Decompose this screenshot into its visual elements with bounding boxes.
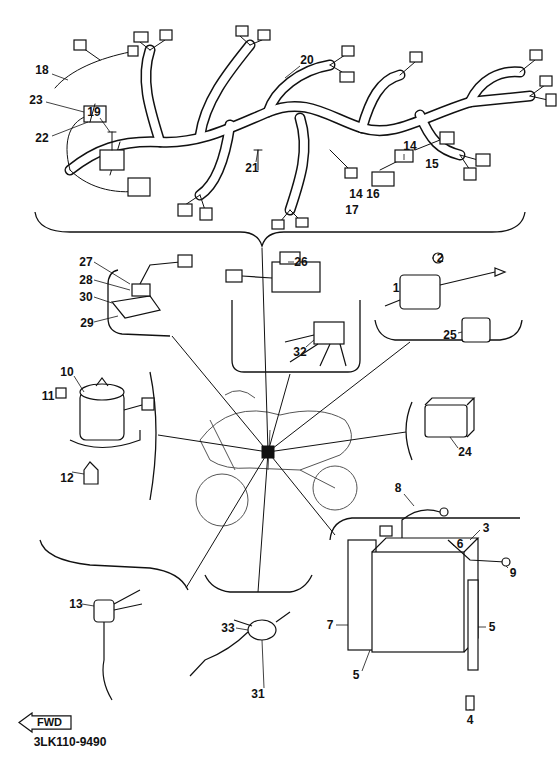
motorcycle-outline xyxy=(196,391,357,526)
callout-number: 1 xyxy=(392,281,401,295)
callout-number: 6 xyxy=(456,537,465,551)
callout-number: 5 xyxy=(352,668,361,682)
callout-number: 31 xyxy=(250,687,265,701)
arrow-shape xyxy=(19,713,71,732)
callout-number: 3 xyxy=(482,521,491,535)
callout-number: 14 xyxy=(348,187,363,201)
callout-number: 13 xyxy=(68,597,83,611)
callout-number: 20 xyxy=(299,53,314,67)
callout-number: 28 xyxy=(78,273,93,287)
callout-number: 5 xyxy=(488,620,497,634)
callout-number: 17 xyxy=(344,203,359,217)
callout-number: 7 xyxy=(326,618,335,632)
callout-number: 4 xyxy=(466,713,475,727)
arrow-text: FWD xyxy=(37,717,62,728)
callout-number: 11 xyxy=(41,389,56,403)
drawing-code: 3LK110-9490 xyxy=(33,735,108,749)
callout-number: 16 xyxy=(365,187,380,201)
components xyxy=(56,252,510,710)
callout-number: 25 xyxy=(442,328,457,342)
callout-number: 12 xyxy=(59,471,74,485)
callout-number: 15 xyxy=(424,157,439,171)
callout-number: 24 xyxy=(457,445,472,459)
callout-number: 2 xyxy=(436,251,445,265)
callout-number: 18 xyxy=(34,63,49,77)
callout-number: 33 xyxy=(220,621,235,635)
callout-number: 22 xyxy=(34,131,49,145)
direction-arrow: FWD xyxy=(18,712,72,733)
callout-number: 23 xyxy=(28,93,43,107)
callout-number: 8 xyxy=(394,481,403,495)
callout-number: 32 xyxy=(292,345,307,359)
wire-harness xyxy=(55,26,556,229)
callout-number: 26 xyxy=(293,255,308,269)
callout-number: 19 xyxy=(86,105,101,119)
callout-number: 14 xyxy=(402,139,417,153)
callout-number: 10 xyxy=(59,365,74,379)
callout-number: 27 xyxy=(78,255,93,269)
callout-leaders xyxy=(46,66,508,710)
group-brackets xyxy=(35,212,525,592)
callout-number: 30 xyxy=(78,290,93,304)
callout-number: 9 xyxy=(509,566,518,580)
callout-number: 21 xyxy=(244,161,259,175)
callout-number: 29 xyxy=(79,316,94,330)
